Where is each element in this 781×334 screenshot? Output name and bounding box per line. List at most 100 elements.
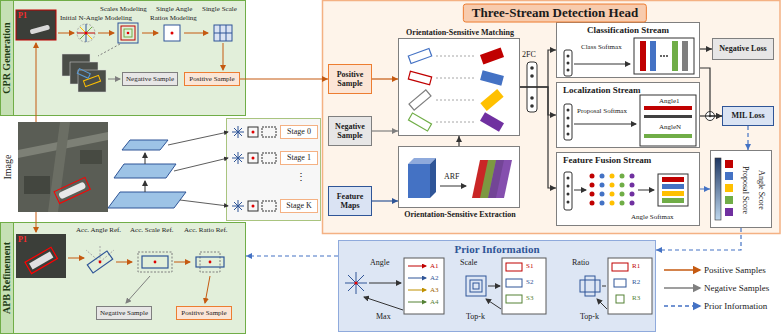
cpr-figure <box>85 32 88 35</box>
connector <box>520 87 556 118</box>
stream-figure <box>663 55 665 57</box>
matching-figure <box>480 48 504 65</box>
legend-label: Negative Samples <box>704 283 769 293</box>
callout-label: Ratios Modeling <box>150 14 197 22</box>
stream-figure <box>567 62 570 65</box>
node-label: Angle Softmax <box>631 213 674 221</box>
cpr-figure <box>127 32 130 35</box>
stream-figure <box>620 192 625 197</box>
sample-arrow <box>36 43 37 232</box>
callout-label: Top-k <box>466 312 485 321</box>
connector-line <box>458 136 459 146</box>
stream-figure <box>567 185 570 188</box>
apb-figure <box>116 262 132 263</box>
matching-figure <box>480 89 503 111</box>
connector-line <box>700 68 722 116</box>
arrow-head <box>392 128 398 134</box>
callout-label: Angle <box>370 258 390 267</box>
stream-figure <box>620 174 625 179</box>
stream-figure <box>640 41 646 71</box>
callout-label: A2 <box>430 274 439 282</box>
prior-figure <box>506 279 522 287</box>
apb-figure <box>142 256 168 268</box>
connector <box>456 136 462 146</box>
node-label: Negative Sample <box>126 75 174 83</box>
extraction-figure <box>398 146 520 208</box>
connector <box>700 186 710 192</box>
extraction-figure <box>408 164 430 198</box>
prior-figure <box>614 279 626 287</box>
cpr-figure <box>78 70 106 92</box>
callout-label: 2FC <box>522 50 536 59</box>
callout-label: P1 <box>18 235 27 244</box>
node-label: MIL Loss <box>731 111 764 120</box>
legend-sample <box>664 287 700 289</box>
cpr-figure <box>223 43 224 70</box>
connector <box>700 68 722 119</box>
prior-figure <box>502 258 546 314</box>
connector <box>372 76 398 82</box>
stream-figure <box>567 117 570 120</box>
feature-pyramid <box>145 181 146 192</box>
matching-figure <box>480 70 504 85</box>
stream-figure <box>567 125 570 128</box>
connector <box>246 253 338 259</box>
cpr-figure <box>80 27 92 39</box>
callout-label: Max <box>376 312 391 321</box>
stream-figure <box>610 201 615 206</box>
feature-box: Feature Maps <box>328 186 372 216</box>
prior-figure <box>473 283 479 289</box>
matching-figure <box>480 48 504 65</box>
stream-figure <box>706 112 715 121</box>
connector-line <box>372 78 398 79</box>
connector-line <box>246 255 338 256</box>
matching-figure <box>398 38 520 136</box>
callout-label: Single Scale <box>202 5 237 13</box>
connector <box>240 76 328 82</box>
matching-box: Orientation-Sensitive Matching <box>398 38 520 136</box>
callout-label: Scales Modeling <box>100 5 147 13</box>
panel-ground <box>1 1 246 116</box>
prior-figure <box>597 299 607 309</box>
callout-label: R1 <box>632 262 640 270</box>
connector-line <box>520 87 556 115</box>
fc-vector <box>530 96 534 100</box>
stream-figure <box>600 174 605 179</box>
callout-label: R3 <box>632 294 640 302</box>
aerial-image <box>24 176 50 194</box>
callout-label: Single Angle <box>156 5 192 13</box>
stream-figure <box>709 115 712 118</box>
arrow-head <box>322 76 328 82</box>
apb-figure <box>87 251 112 273</box>
callout-label: Scale <box>460 258 477 267</box>
node-label: Negative Sample <box>330 122 370 140</box>
extraction-figure <box>488 160 512 198</box>
cpr-figure <box>98 33 114 34</box>
arrow-head <box>550 185 556 191</box>
node-label: Orientation-Sensitive Matching <box>406 28 514 37</box>
arrow-head <box>704 186 710 192</box>
node-label: Class Softmax <box>581 43 622 51</box>
node-label: Localization Stream <box>563 85 641 95</box>
stream-figure <box>638 190 654 191</box>
connector-line <box>372 200 398 201</box>
stream-figure <box>564 172 572 210</box>
sample-box: Positive Sample <box>328 64 372 94</box>
callout-label: S1 <box>526 262 533 270</box>
matching-figure <box>408 48 431 63</box>
apb-figure <box>68 258 84 259</box>
connector <box>520 87 556 191</box>
aerial-image <box>58 181 86 199</box>
aerial-image <box>18 122 108 212</box>
prior-figure <box>345 272 367 294</box>
stream-figure <box>600 183 605 188</box>
prior-figure <box>608 258 652 314</box>
node-label: Classification Stream <box>587 25 669 35</box>
stream-figure <box>564 50 572 76</box>
stream-figure <box>590 174 595 206</box>
prior-figure <box>506 263 522 271</box>
loss-box: MIL Loss <box>722 106 774 126</box>
arrow-head <box>550 47 556 53</box>
